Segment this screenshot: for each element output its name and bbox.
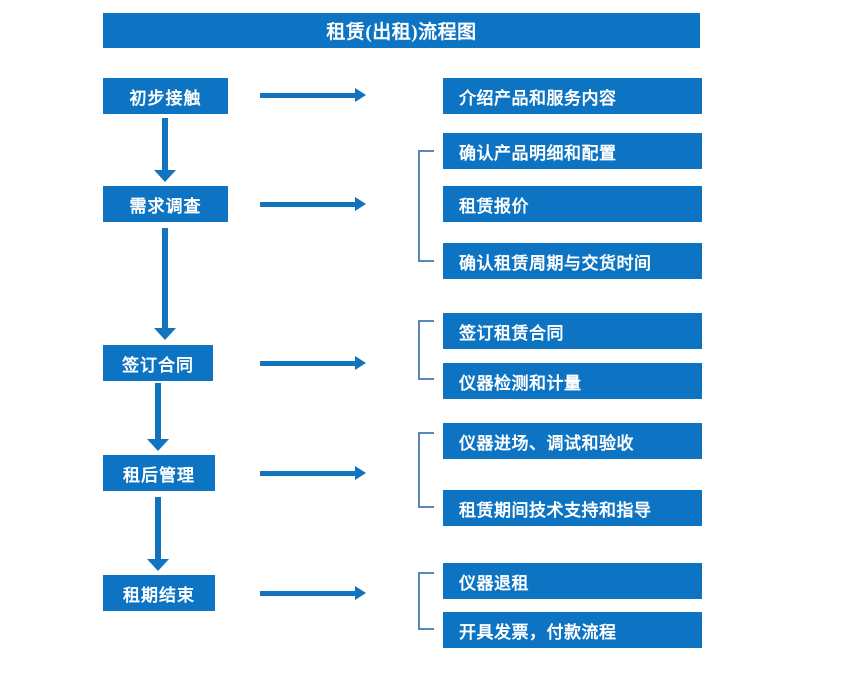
stage-box-2[interactable]: 需求调查 xyxy=(103,186,228,222)
detail-box-1[interactable]: 介绍产品和服务内容 xyxy=(443,78,702,114)
detail-box-3[interactable]: 租赁报价 xyxy=(443,186,702,222)
detail-box-9[interactable]: 仪器退租 xyxy=(443,563,702,599)
detail-box-8[interactable]: 租赁期间技术支持和指导 xyxy=(443,490,702,526)
group-bracket-5 xyxy=(418,572,434,630)
right-arrow-5 xyxy=(260,583,366,603)
page-title: 租赁(出租)流程图 xyxy=(103,13,700,48)
detail-box-6[interactable]: 仪器检测和计量 xyxy=(443,363,702,399)
group-bracket-4 xyxy=(418,432,434,508)
down-arrow-3-to-4 xyxy=(147,383,169,451)
detail-box-4[interactable]: 确认租赁周期与交货时间 xyxy=(443,243,702,279)
right-arrow-2 xyxy=(260,194,366,214)
stage-box-1[interactable]: 初步接触 xyxy=(103,78,228,114)
right-arrow-1 xyxy=(260,85,366,105)
down-arrow-2-to-3 xyxy=(154,228,176,340)
right-arrow-4 xyxy=(260,463,366,483)
stage-box-5[interactable]: 租期结束 xyxy=(103,575,215,611)
detail-box-2[interactable]: 确认产品明细和配置 xyxy=(443,133,702,169)
down-arrow-1-to-2 xyxy=(154,118,176,182)
stage-box-4[interactable]: 租后管理 xyxy=(103,455,215,491)
stage-box-3[interactable]: 签订合同 xyxy=(103,345,213,381)
detail-box-7[interactable]: 仪器进场、调试和验收 xyxy=(443,423,702,459)
group-bracket-2 xyxy=(418,150,434,262)
down-arrow-4-to-5 xyxy=(147,497,169,571)
detail-box-10[interactable]: 开具发票，付款流程 xyxy=(443,612,702,648)
group-bracket-3 xyxy=(418,320,434,380)
detail-box-5[interactable]: 签订租赁合同 xyxy=(443,313,702,349)
right-arrow-3 xyxy=(260,353,366,373)
